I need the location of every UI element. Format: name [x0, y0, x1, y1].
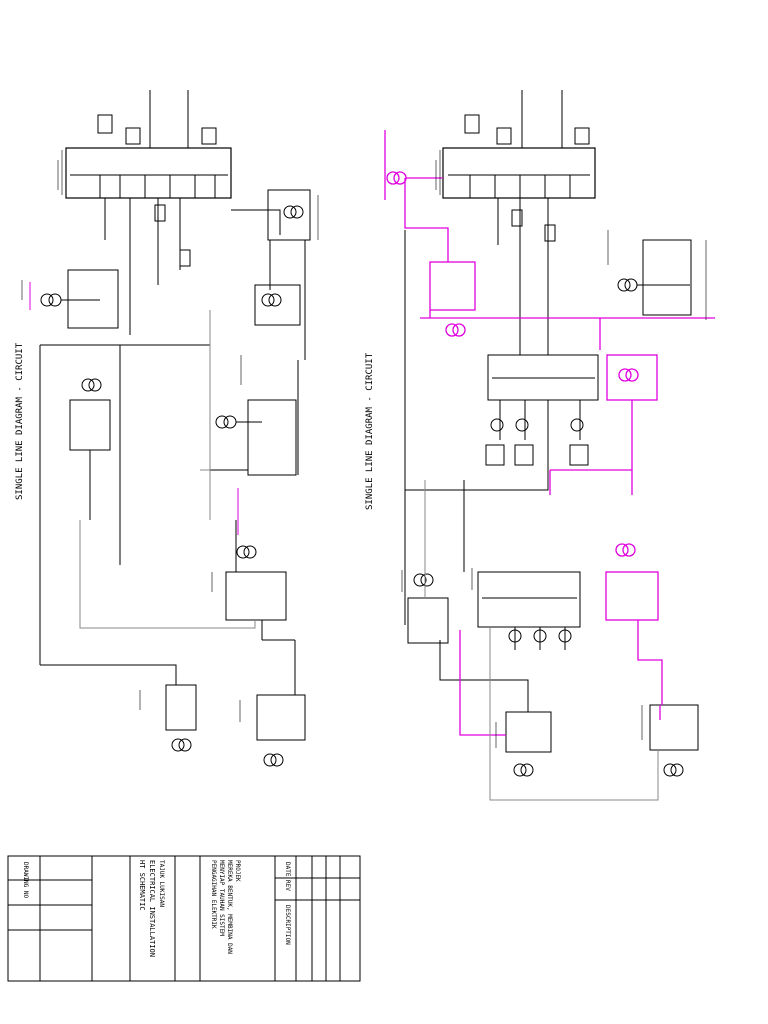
substation-box-g [256, 694, 306, 741]
left-schematic [39, 90, 311, 767]
substation-box-c [247, 399, 297, 476]
substation-box-j [505, 711, 552, 753]
substation-box-a [267, 189, 311, 241]
substation-box-k [649, 704, 699, 751]
main-switchboard-left [65, 147, 232, 199]
title-block [7, 855, 361, 982]
magenta-box-c [605, 571, 659, 621]
substation-box-d [69, 399, 111, 451]
drawing-line-2: ELECTRICAL INSTALLATION [148, 860, 156, 957]
drawing-no: DRAWING NO [22, 862, 29, 899]
left-accent [29, 282, 239, 535]
label-marks [21, 150, 707, 748]
drawing-line-3: HT SCHEMATIC [138, 860, 146, 911]
substation-box-f [165, 684, 197, 731]
magenta-box-a [429, 261, 476, 311]
substation-box-e [225, 571, 287, 621]
magenta-box-b [606, 354, 658, 401]
date-header: DATE [284, 862, 291, 877]
right-section-title: SINGLE LINE DIAGRAM - CIRCUIT [365, 352, 375, 510]
substation-box-i [407, 597, 449, 644]
project-line-2: MEREKA BENTUK, MEMBINA DAN [226, 860, 233, 954]
drawing-line-1: TAJUK LUKISAN [158, 860, 165, 907]
left-grey-loop [79, 310, 256, 629]
right-accent [384, 130, 715, 736]
center-switchboard [487, 354, 599, 401]
project-line-1: PROJEK [234, 860, 241, 882]
incomer-box-left [67, 269, 119, 329]
project-line-4: PENGAGIHAN ELEKTRIK [210, 860, 217, 929]
rev-header: REV [284, 880, 291, 891]
substation-box-b [254, 284, 301, 326]
right-schematic [404, 90, 699, 777]
main-switchboard-right [442, 147, 596, 199]
project-line-3: MENYIAP TAUHAN SISTEM [218, 860, 225, 936]
description-header: DESCRIPTION [284, 905, 291, 945]
left-section-title: SINGLE LINE DIAGRAM - CIRCUIT [15, 342, 25, 500]
right-grey-loop [424, 480, 659, 801]
substation-box-h [642, 239, 692, 316]
lower-switchboard [477, 571, 581, 628]
